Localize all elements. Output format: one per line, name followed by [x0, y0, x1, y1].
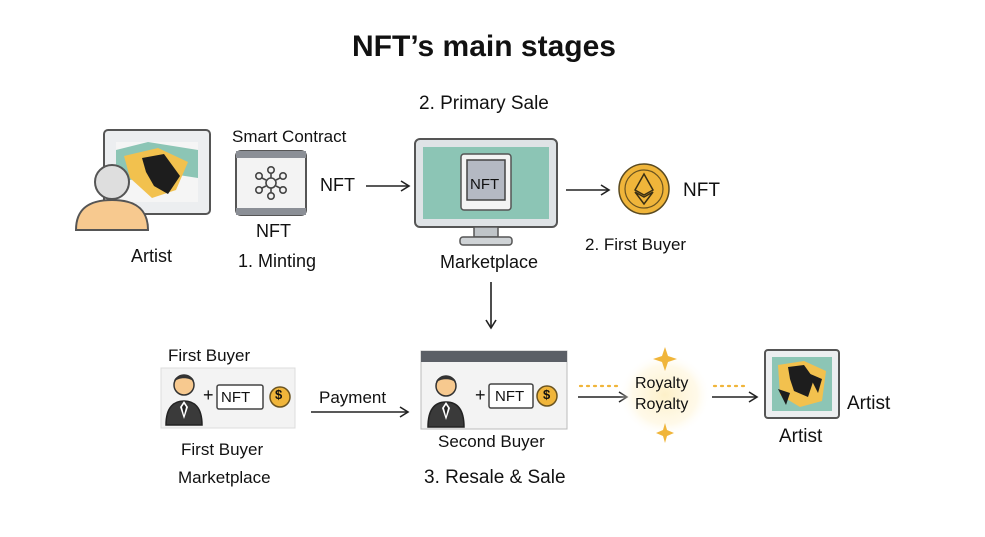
second-card-dollar-symbol: $ — [543, 387, 551, 402]
dotted-connector-right — [712, 384, 759, 403]
artist-right-label: Artist — [847, 393, 891, 414]
royalty-glow — [619, 347, 711, 443]
artist-bottom-label: Artist — [779, 426, 823, 447]
card-nft-label: NFT — [221, 389, 251, 406]
smart-contract-icon — [235, 150, 307, 216]
nft-arrow-label: NFT — [320, 175, 355, 195]
arrow-to-coin — [566, 184, 611, 196]
card-plus-symbol: + — [203, 385, 214, 405]
second-card-plus-symbol: + — [475, 385, 486, 405]
first-buyer-bottom-label: First Buyer — [181, 440, 264, 459]
arrow-payment — [311, 406, 410, 418]
first-buyer-card — [160, 367, 296, 429]
second-buyer-window — [420, 350, 568, 430]
stage-primary-sale-label: 2. Primary Sale — [419, 93, 549, 114]
marketplace-monitor-icon — [414, 138, 558, 246]
stage-minting-label: 1. Minting — [238, 251, 317, 271]
stage-resale-label: 3. Resale & Sale — [424, 467, 566, 488]
coin-nft-label: NFT — [683, 180, 720, 201]
diagram-title: NFT’s main stages — [352, 30, 616, 63]
royalty-line2-label: Royalty — [635, 396, 689, 413]
first-buyer-top-label: First Buyer — [168, 346, 251, 365]
artist-label: Artist — [131, 246, 173, 266]
royalty-line1-label: Royalty — [635, 375, 689, 392]
marketplace-label: Marketplace — [440, 252, 539, 272]
arrow-down-to-resale — [485, 282, 497, 330]
second-buyer-label: Second Buyer — [438, 432, 545, 451]
contract-nft-label: NFT — [256, 221, 291, 241]
marketplace-bottom-label: Marketplace — [178, 468, 271, 487]
first-buyer-stage-label: 2. First Buyer — [585, 235, 687, 254]
artist-with-canvas-icon — [74, 129, 211, 231]
artist-artwork-frame-icon — [764, 349, 840, 419]
smart-contract-label: Smart Contract — [232, 127, 347, 146]
card-dollar-symbol: $ — [275, 387, 283, 402]
payment-label: Payment — [319, 388, 387, 407]
ethereum-coin-icon — [618, 163, 670, 215]
screen-nft-label: NFT — [470, 176, 500, 193]
arrow-to-marketplace — [366, 180, 411, 192]
second-card-nft-label: NFT — [495, 388, 525, 405]
